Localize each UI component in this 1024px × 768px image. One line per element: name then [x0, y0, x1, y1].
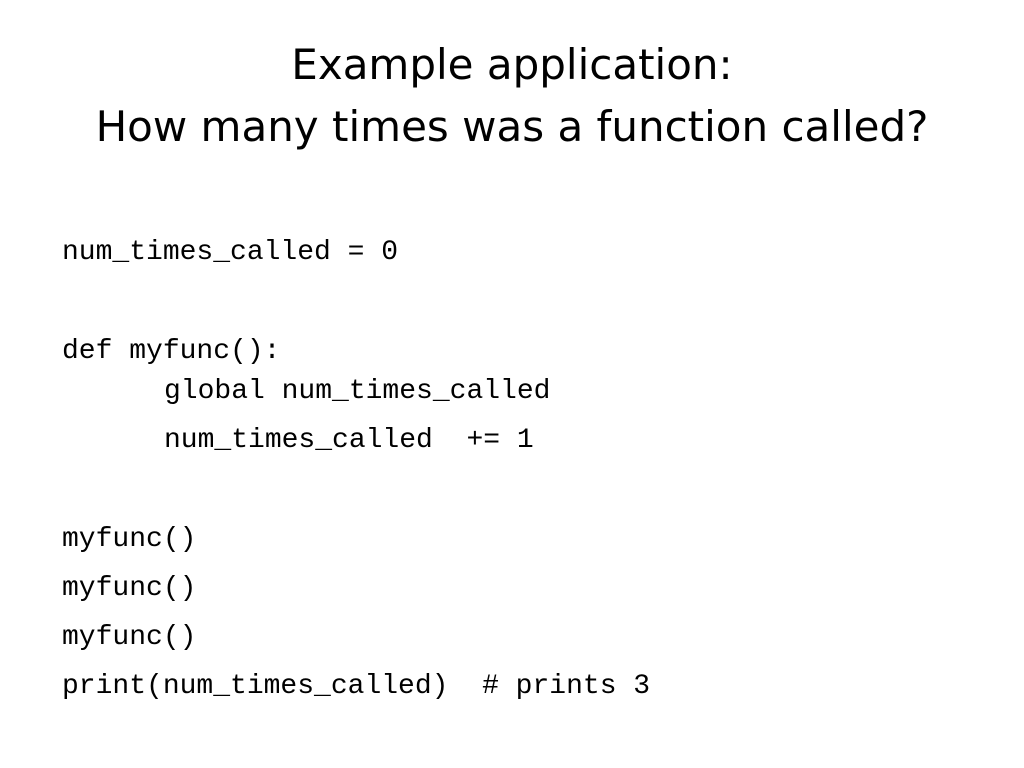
code-line-call-3: myfunc() [62, 622, 197, 653]
title-line-1: Example application: [291, 40, 733, 89]
code-line-assign: num_times_called = 0 [62, 237, 399, 268]
code-line-call-2: myfunc() [62, 573, 197, 604]
code-line-increment: num_times_called += 1 [164, 425, 534, 456]
title-line-2: How many times was a function called? [95, 102, 929, 151]
code-line-global: global num_times_called [164, 376, 551, 407]
code-line-call-1: myfunc() [62, 524, 197, 555]
code-line-def: def myfunc(): [62, 336, 281, 367]
slide-title: Example application: How many times was … [0, 34, 1024, 158]
code-line-print: print(num_times_called) # prints 3 [62, 671, 651, 702]
